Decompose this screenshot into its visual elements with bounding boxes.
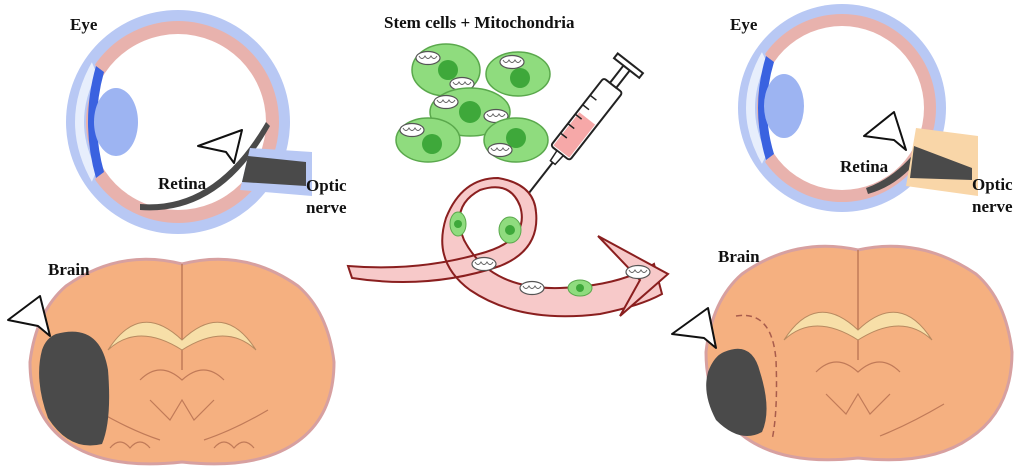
left-brain: [7, 257, 336, 466]
syringe: [522, 52, 645, 201]
center-title: Stem cells + Mitochondria: [384, 13, 575, 32]
right-brain-outline: [704, 244, 1014, 462]
left-brain-base-lobes: [109, 441, 255, 449]
left-brain-lesion: [39, 331, 110, 446]
left-eye-interior: [90, 34, 266, 210]
vessel-mitochondrion: [471, 256, 497, 272]
left-brain-arrowhead: [7, 295, 51, 337]
right-retina-label: Retina: [840, 157, 889, 176]
right-eye-interior: [760, 26, 924, 190]
left-lens: [94, 88, 138, 156]
right-brain: [671, 244, 1014, 462]
stem-cell: [485, 51, 551, 97]
left-eye: [66, 10, 312, 234]
vessel-mitochondrion: [625, 264, 651, 280]
left-optic-label: Optic: [306, 176, 347, 195]
left-retina-arrowhead: [197, 129, 243, 164]
left-brain-internal-lines: [95, 369, 269, 441]
left-brain-label: Brain: [48, 260, 90, 279]
right-eye-cornea: [744, 47, 770, 169]
right-eye-label: Eye: [730, 15, 758, 34]
vessel-mitochondrion: [519, 280, 545, 296]
syringe-fluid: [553, 112, 596, 158]
right-corpus-callosum: [783, 311, 933, 341]
stem-cell: [395, 117, 461, 163]
left-eye-label: Eye: [70, 15, 98, 34]
stem-cell-cluster: [395, 43, 551, 163]
blood-vessel-arrowhead: [597, 235, 670, 317]
right-brain-lesion-border: [735, 314, 778, 441]
right-brain-arrowhead: [671, 307, 717, 349]
left-optic-nerve-lesion: [242, 156, 306, 186]
right-lens: [764, 74, 804, 138]
right-optic-label: Optic: [972, 175, 1013, 194]
left-corpus-callosum: [107, 321, 257, 351]
left-retina-label: Retina: [158, 174, 207, 193]
right-optic-nerve-lesion: [910, 146, 972, 180]
right-brain-internal-lines: [815, 361, 945, 437]
left-nerve-label: nerve: [306, 198, 347, 217]
left-eye-cornea: [73, 57, 100, 187]
right-brain-lesion: [706, 348, 767, 436]
blood-vessel: [346, 176, 670, 318]
right-nerve-label: nerve: [972, 197, 1013, 216]
right-brain-label: Brain: [718, 247, 760, 266]
left-retina-lesion: [140, 122, 270, 211]
right-eye: [738, 4, 978, 212]
stem-cell: [483, 117, 549, 163]
right-retina-arrowhead: [863, 111, 907, 151]
